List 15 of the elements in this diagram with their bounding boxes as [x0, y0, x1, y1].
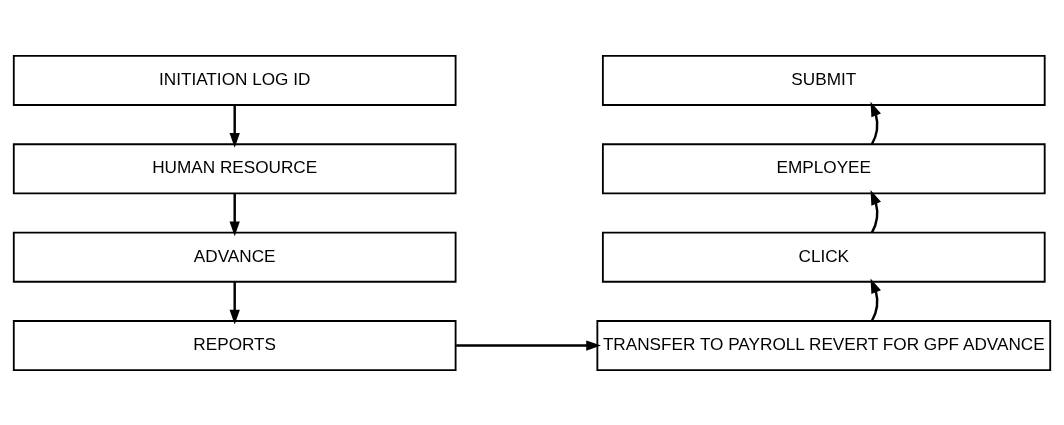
node-box: TRANSFER TO PAYROLL REVERT FOR GPF ADVANCE: [596, 319, 1052, 371]
node-box: EMPLOYEE: [601, 142, 1046, 194]
arrow: [870, 189, 881, 233]
node-box: ADVANCE: [12, 231, 457, 283]
node-box: SUBMIT: [601, 54, 1046, 106]
arrow: [870, 101, 881, 145]
arrow: [456, 339, 601, 351]
arrow: [229, 281, 240, 325]
node-box: INITIATION LOG ID: [12, 54, 457, 106]
arrow: [870, 277, 881, 321]
arrow: [229, 193, 240, 236]
arrow: [229, 104, 240, 148]
node-box: REPORTS: [12, 319, 457, 371]
node-box: CLICK: [601, 231, 1046, 283]
node-box: HUMAN RESOURCE: [12, 142, 457, 194]
